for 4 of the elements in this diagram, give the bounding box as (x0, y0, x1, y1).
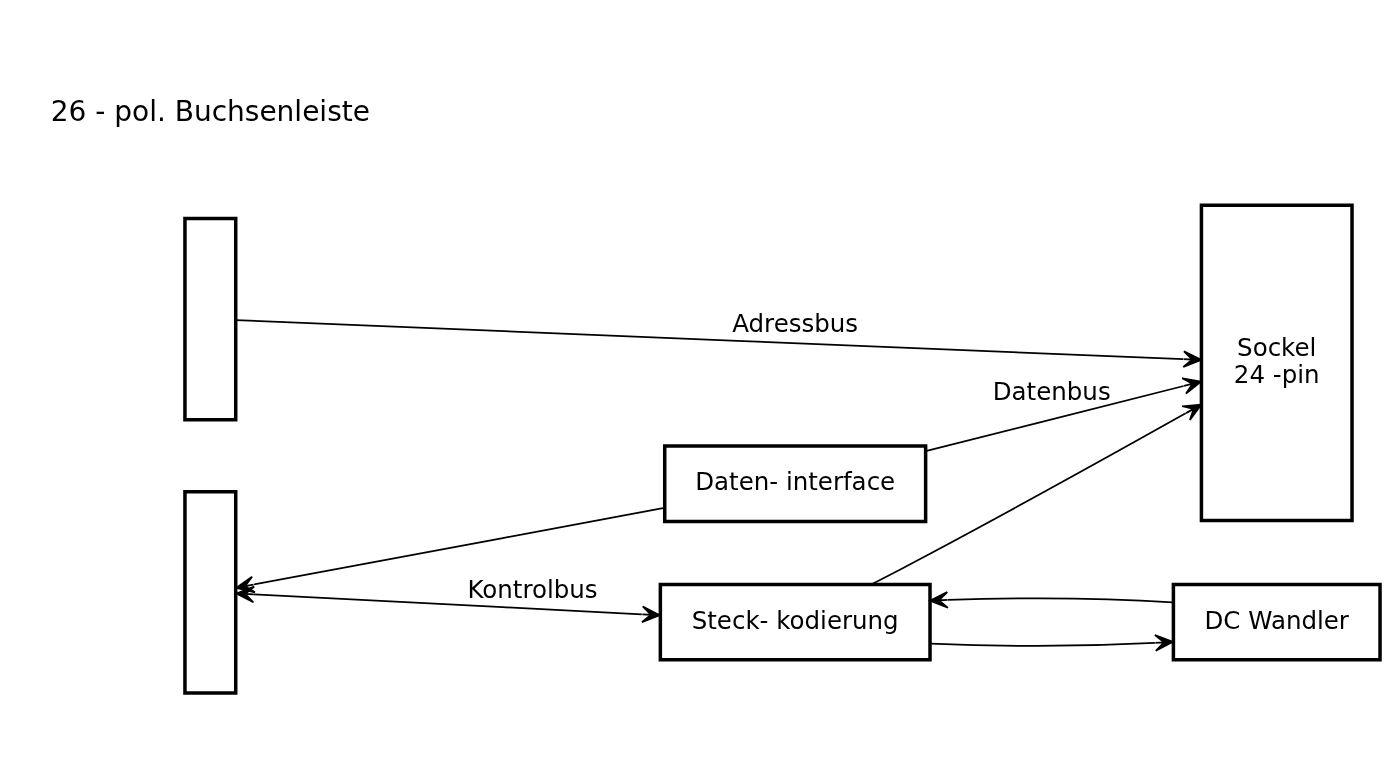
edge-label: Adressbus (732, 308, 859, 338)
label: 26 - pol. Buchsenleiste (50, 94, 370, 128)
edge-label: Datenbus (992, 376, 1111, 406)
edge-label: Kontrolbus (467, 574, 598, 604)
